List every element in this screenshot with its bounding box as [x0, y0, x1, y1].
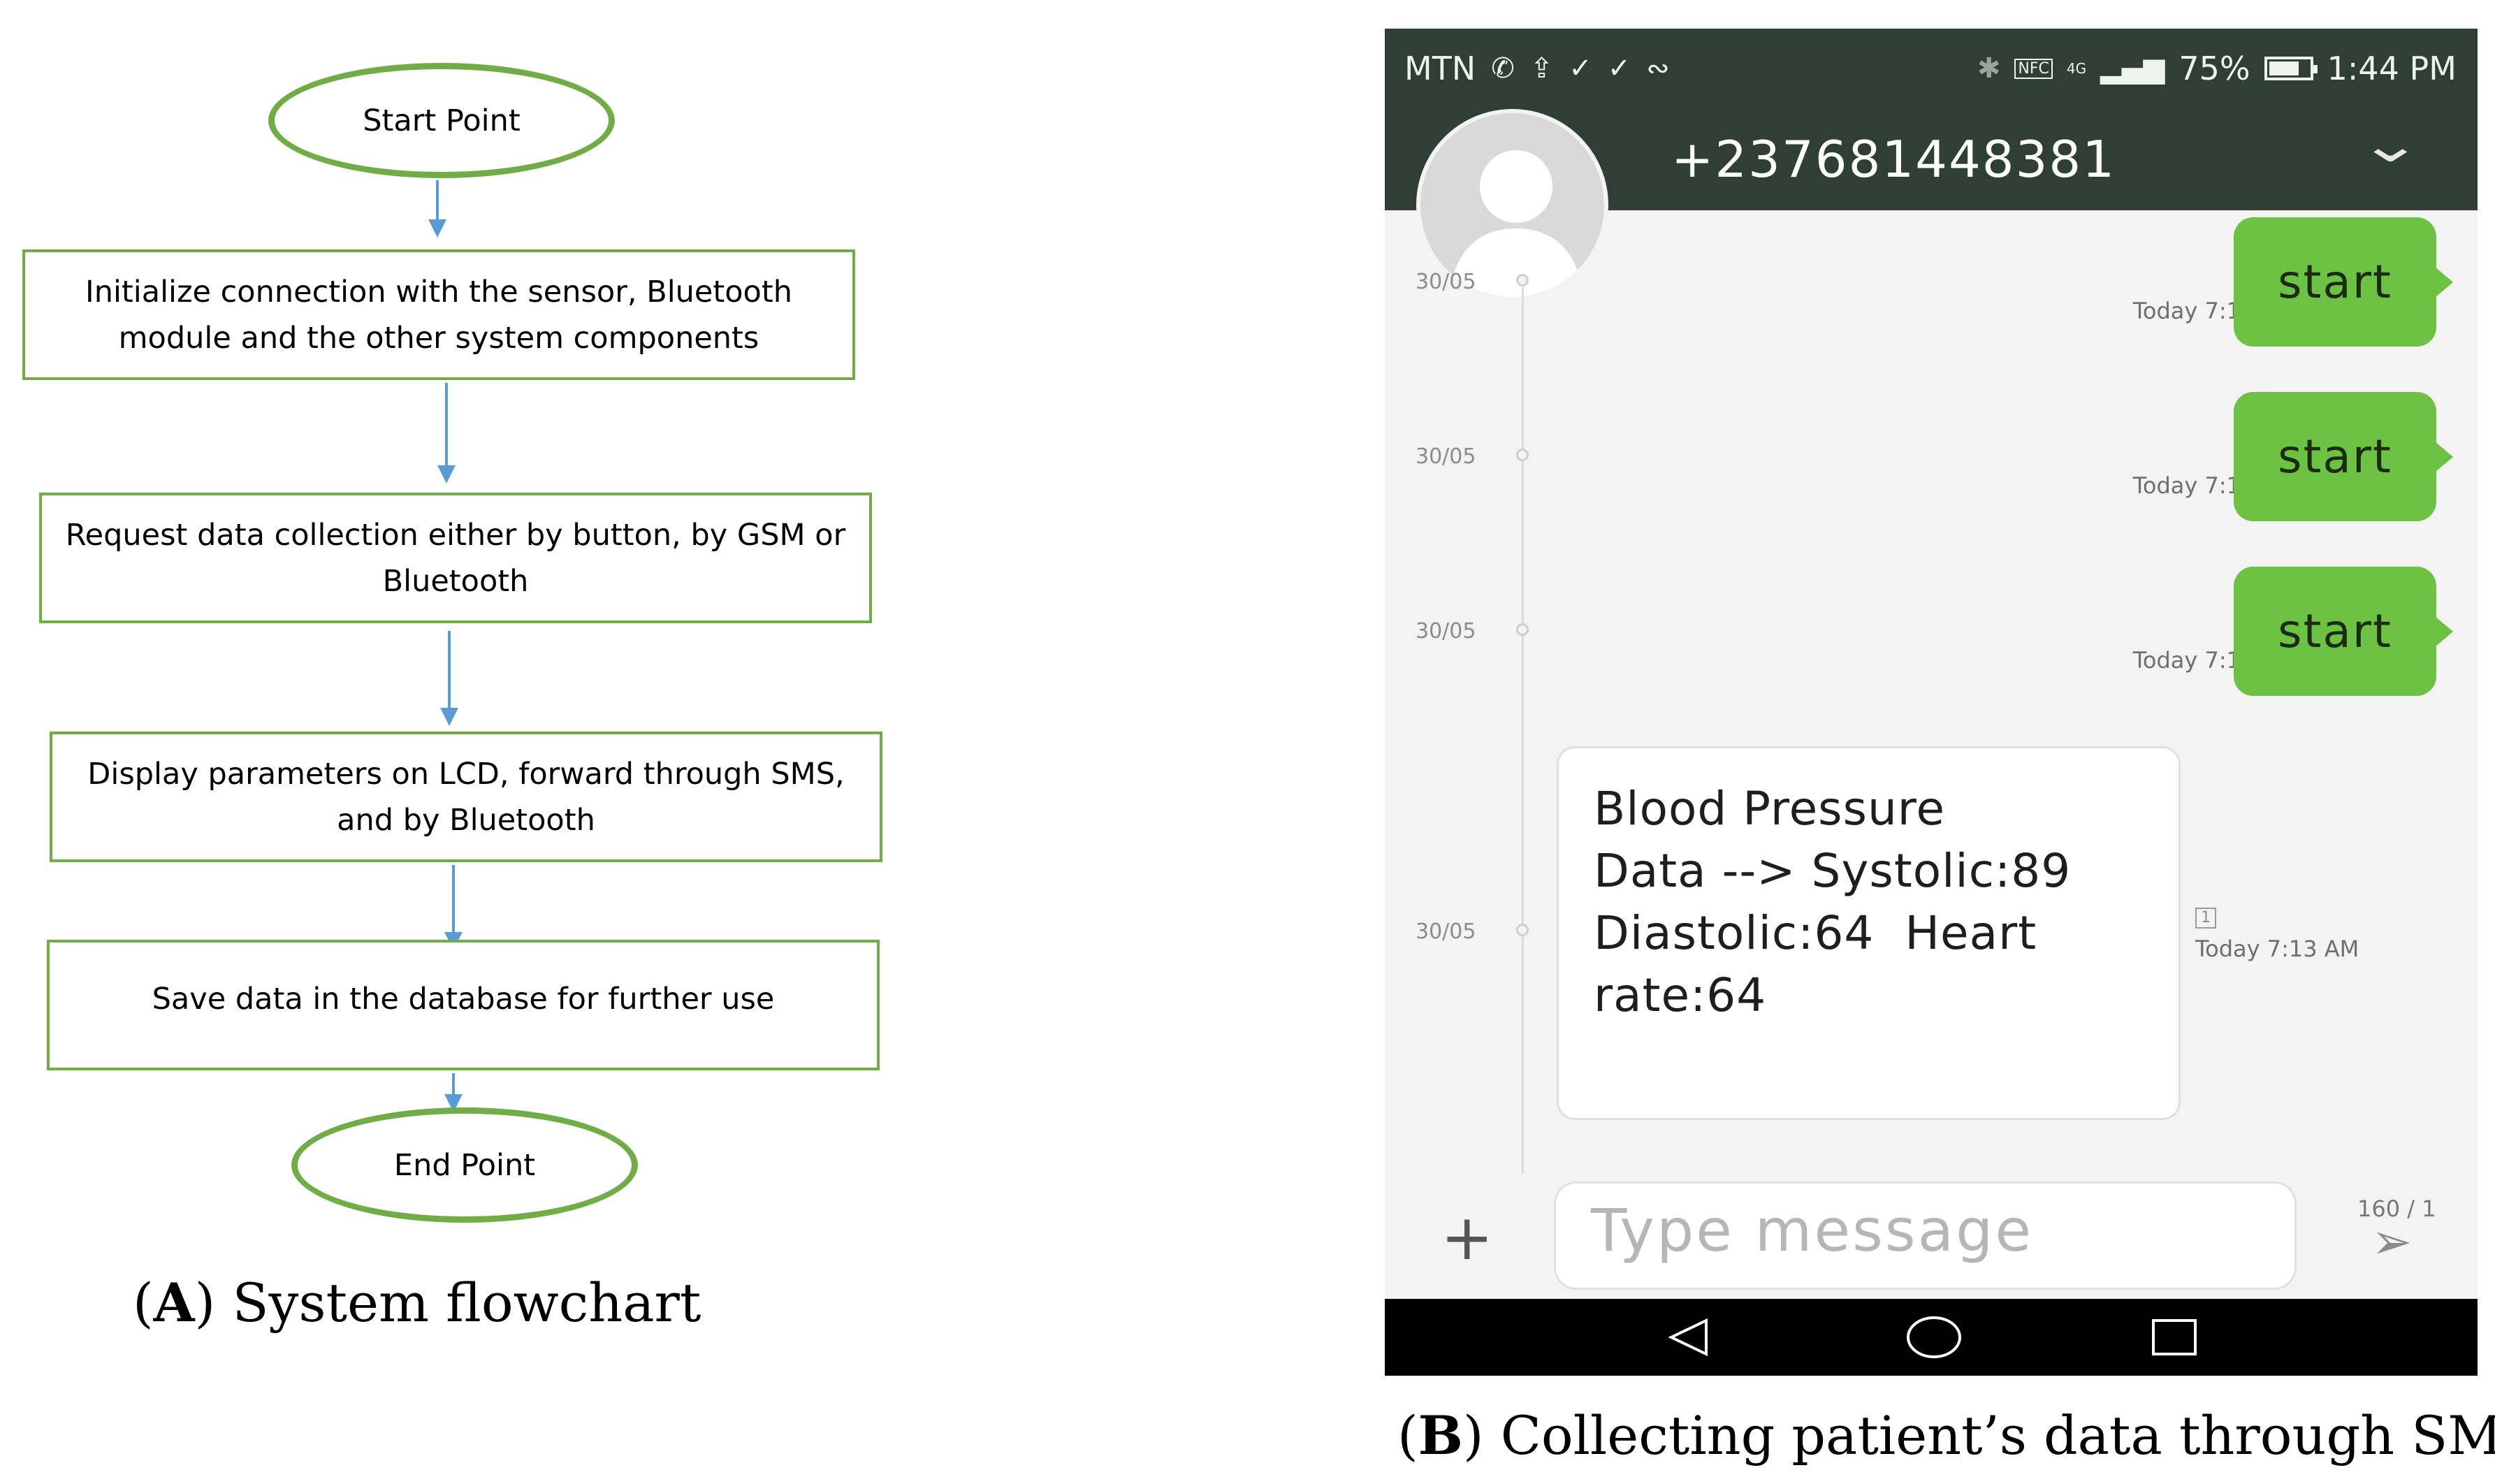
timeline-line	[1522, 287, 1524, 1174]
arrow-line	[445, 383, 448, 465]
message-text: start	[2278, 604, 2392, 658]
message-date: 30/05	[1416, 919, 1476, 944]
caption-b-letter: B	[1418, 1404, 1463, 1467]
bluetooth-icon: ✱	[1977, 52, 2001, 85]
message-input[interactable]: Type message	[1554, 1181, 2297, 1290]
avatar[interactable]	[1416, 109, 1608, 301]
sim-icon: 1	[2195, 908, 2216, 929]
message-time: Today 7:13 AM	[2195, 936, 2359, 962]
message-text: start	[2278, 430, 2392, 483]
link-icon: ∾	[1646, 52, 1670, 85]
caption-a-letter: A	[153, 1272, 195, 1334]
step-save-box: Save data in the database for further us…	[47, 940, 880, 1070]
step-display-box: Display parameters on LCD, forward throu…	[50, 732, 882, 862]
bubble-tail	[2435, 442, 2453, 472]
bubble-tail	[2435, 267, 2453, 298]
status-bar: MTN ✆ ⇪ ✓ ✓ ∾ ✱ NFC 4G ▂▄▆ 75% 1:44 PM	[1385, 29, 2478, 109]
check-icon: ✓	[1569, 52, 1592, 85]
clock: 1:44 PM	[2327, 50, 2457, 87]
step-request-box: Request data collection either by button…	[39, 493, 872, 623]
recents-icon[interactable]	[2150, 1316, 2199, 1358]
send-icon[interactable]: ➢	[2371, 1213, 2413, 1270]
chevron-down-icon[interactable]: ⌄	[2357, 116, 2424, 173]
step-display-label: Display parameters on LCD, forward throu…	[87, 756, 845, 838]
message-text: start	[2278, 255, 2392, 309]
message-date: 30/05	[1416, 270, 1476, 294]
timeline-dot	[1516, 924, 1529, 936]
caption-a: (A) System flowchart	[133, 1272, 701, 1334]
message-date: 30/05	[1416, 444, 1476, 469]
arrow-head	[428, 219, 446, 238]
sent-message-bubble[interactable]: start	[2234, 392, 2436, 521]
message-line: Data --> Systolic:89	[1594, 844, 2072, 898]
step-initialize-box: Initialize connection with the sensor, B…	[22, 249, 855, 380]
person-silhouette-icon	[1449, 150, 1583, 297]
arrow-head	[440, 708, 458, 726]
step-request-label: Request data collection either by button…	[65, 517, 846, 599]
end-point-label: End Point	[393, 1147, 536, 1183]
signal-icon: ▂▄▆	[2100, 52, 2165, 85]
start-point-label: Start Point	[363, 103, 521, 138]
home-icon[interactable]	[1905, 1314, 1963, 1360]
arrow-line	[452, 865, 455, 932]
sms-screenshot: MTN ✆ ⇪ ✓ ✓ ∾ ✱ NFC 4G ▂▄▆ 75% 1:44 PM +…	[1385, 29, 2478, 1376]
contact-number: +237681448381	[1671, 130, 2116, 189]
status-right: ✱ NFC 4G ▂▄▆ 75% 1:44 PM	[1977, 50, 2457, 87]
caption-a-text: System flowchart	[232, 1272, 701, 1334]
start-point-oval: Start Point	[268, 63, 615, 178]
sent-message-bubble[interactable]: start	[2234, 217, 2436, 347]
caption-b-text: Collecting patient’s data through SMS	[1500, 1404, 2495, 1467]
caption-b: (B) Collecting patient’s data through SM…	[1397, 1404, 2495, 1467]
step-initialize-label: Initialize connection with the sensor, B…	[85, 274, 792, 356]
back-icon[interactable]	[1664, 1316, 1713, 1358]
battery-icon	[2264, 57, 2318, 80]
network-label: 4G	[2066, 60, 2087, 77]
bubble-tail	[2435, 616, 2453, 647]
message-line: Blood Pressure	[1594, 782, 1946, 836]
character-counter: 160 / 1	[2357, 1195, 2436, 1222]
whatsapp-icon: ✆	[1491, 52, 1515, 85]
arrow-line	[452, 1073, 455, 1097]
end-point-oval: End Point	[291, 1107, 638, 1223]
carrier-label: MTN	[1404, 50, 1476, 87]
arrow-line	[448, 631, 451, 708]
navigation-bar	[1385, 1299, 2478, 1376]
arrow-line	[436, 180, 439, 219]
status-left: MTN ✆ ⇪ ✓ ✓ ∾	[1404, 50, 1670, 87]
timeline-dot	[1516, 449, 1529, 461]
battery-percent: 75%	[2178, 50, 2250, 87]
message-date: 30/05	[1416, 619, 1476, 643]
attach-plus-icon[interactable]: +	[1441, 1201, 1494, 1274]
message-line: rate:64	[1594, 968, 1767, 1022]
timeline-dot	[1516, 274, 1529, 286]
message-line: Diastolic:64 Heart	[1594, 906, 2037, 960]
upload-icon: ⇪	[1529, 52, 1554, 85]
step-save-label: Save data in the database for further us…	[152, 982, 775, 1017]
timeline-dot	[1516, 623, 1529, 636]
sent-message-bubble[interactable]: start	[2234, 567, 2436, 696]
check-icon: ✓	[1607, 52, 1631, 85]
message-input-placeholder: Type message	[1591, 1196, 2034, 1265]
arrow-head	[437, 465, 456, 483]
received-message-bubble[interactable]: Blood Pressure Data --> Systolic:89 Dias…	[1557, 746, 2181, 1120]
nfc-label: NFC	[2014, 58, 2053, 79]
